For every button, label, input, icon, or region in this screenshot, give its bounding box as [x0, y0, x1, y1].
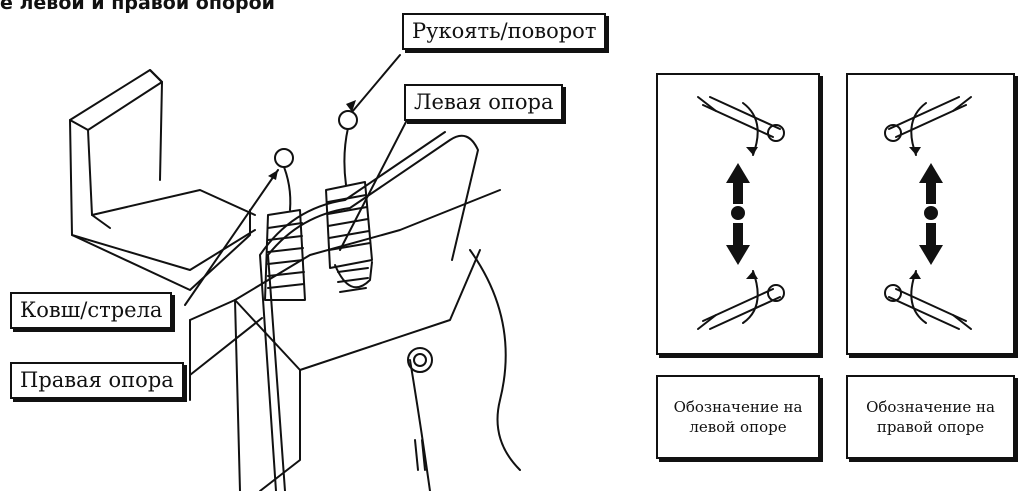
- label-rukoyat-povorot: Рукоять/поворот: [402, 13, 606, 50]
- label-kovsh-strela: Ковш/стрела: [10, 292, 172, 329]
- caption-right-support: Обозначение на правой опоре: [846, 375, 1015, 459]
- lever-symbol-right: [848, 75, 1013, 353]
- caption-left-line2: левой опоре: [674, 417, 803, 437]
- left-support-symbol-panel: [656, 73, 820, 355]
- lever-symbol-left: [658, 75, 818, 353]
- caption-left-line1: Обозначение на: [674, 397, 803, 417]
- label-pravaya-opora: Правая опора: [10, 362, 184, 399]
- joystick-diagram: [0, 0, 640, 491]
- caption-right-line1: Обозначение на: [866, 397, 995, 417]
- label-levaya-opora: Левая опора: [404, 84, 563, 121]
- right-support-symbol-panel: [846, 73, 1015, 355]
- caption-left-support: Обозначение на левой опоре: [656, 375, 820, 459]
- caption-right-line2: правой опоре: [866, 417, 995, 437]
